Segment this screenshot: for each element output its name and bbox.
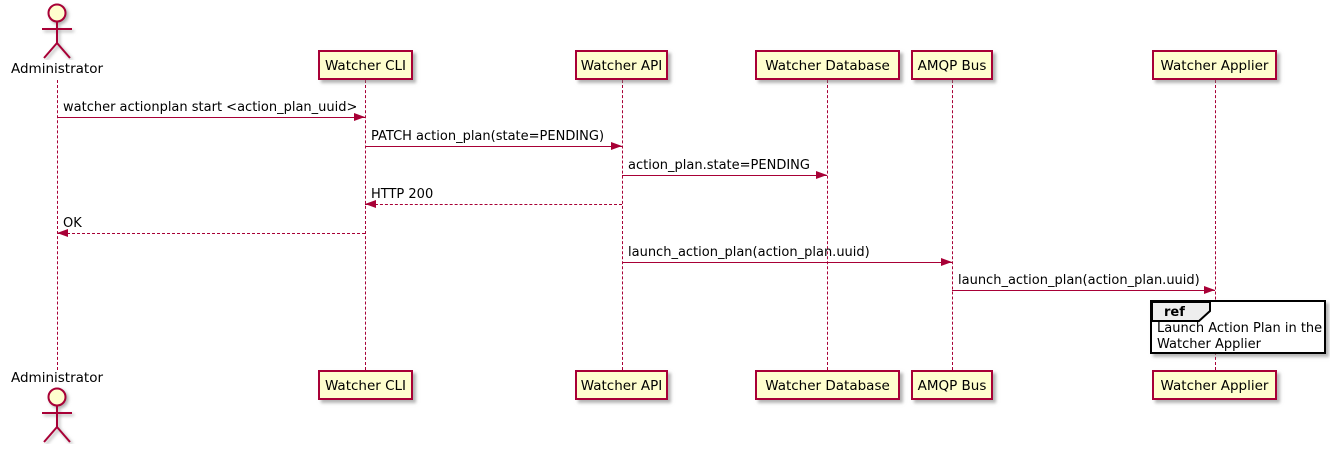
message-line: [622, 171, 827, 179]
lifeline-watcher-api: [622, 80, 623, 370]
actor-icon-bottom: [35, 387, 79, 448]
arrowhead-right-icon: [816, 171, 827, 179]
participant-watcher-database: Watcher Database: [755, 50, 900, 80]
participant-amqp-bus-bottom: AMQP Bus: [911, 370, 993, 400]
message-line: [622, 258, 952, 266]
lifeline-administrator: [57, 80, 58, 370]
message-actionplan-start: watcher actionplan start <action_plan_uu…: [57, 100, 365, 121]
message-line: [952, 286, 1215, 294]
ref-header: ref: [1151, 301, 1213, 327]
message-ok: OK: [57, 216, 365, 237]
message-launch-action-plan-amqp: launch_action_plan(action_plan.uuid): [622, 245, 952, 266]
actor-label-bottom: Administrator: [10, 370, 104, 386]
participant-watcher-applier-bottom: Watcher Applier: [1152, 370, 1277, 400]
message-line: [365, 200, 622, 208]
arrowhead-left-icon: [57, 229, 68, 237]
participant-watcher-applier: Watcher Applier: [1152, 50, 1277, 80]
actor-icon: [35, 3, 79, 64]
ref-fragment: ref Launch Action Plan in the Watcher Ap…: [1150, 300, 1326, 354]
arrowhead-right-icon: [354, 113, 365, 121]
lifeline-watcher-database: [827, 80, 828, 370]
arrowhead-right-icon: [941, 258, 952, 266]
participant-amqp-bus: AMQP Bus: [911, 50, 993, 80]
message-action-plan-state: action_plan.state=PENDING: [622, 158, 827, 179]
message-label: action_plan.state=PENDING: [628, 158, 810, 173]
arrowhead-left-icon: [365, 200, 376, 208]
lifeline-amqp-bus: [952, 80, 953, 370]
arrowhead-right-icon: [611, 142, 622, 150]
participant-watcher-cli: Watcher CLI: [318, 50, 413, 80]
participant-watcher-api-bottom: Watcher API: [575, 370, 668, 400]
message-label: watcher actionplan start <action_plan_uu…: [63, 100, 358, 115]
message-patch-action-plan: PATCH action_plan(state=PENDING): [365, 129, 622, 150]
message-label: PATCH action_plan(state=PENDING): [371, 129, 605, 144]
lifeline-watcher-applier: [1215, 80, 1216, 370]
message-line: [57, 229, 365, 237]
ref-text-line-1: Launch Action Plan in the: [1157, 321, 1323, 336]
message-label: OK: [63, 216, 82, 231]
participant-watcher-cli-bottom: Watcher CLI: [318, 370, 413, 400]
lifeline-watcher-cli: [365, 80, 366, 370]
message-label: launch_action_plan(action_plan.uuid): [628, 245, 870, 260]
message-line: [365, 142, 622, 150]
message-http-200: HTTP 200: [365, 187, 622, 208]
arrowhead-right-icon: [1204, 286, 1215, 294]
actor-label: Administrator: [10, 61, 104, 77]
participant-watcher-api: Watcher API: [575, 50, 668, 80]
participant-watcher-database-bottom: Watcher Database: [755, 370, 900, 400]
message-label: HTTP 200: [371, 187, 434, 202]
message-launch-action-plan-applier: launch_action_plan(action_plan.uuid): [952, 273, 1215, 294]
ref-keyword: ref: [1164, 305, 1185, 320]
message-line: [57, 113, 365, 121]
ref-text-line-2: Watcher Applier: [1157, 337, 1261, 352]
message-label: launch_action_plan(action_plan.uuid): [958, 273, 1200, 288]
ref-text: Launch Action Plan in the Watcher Applie…: [1157, 321, 1322, 353]
